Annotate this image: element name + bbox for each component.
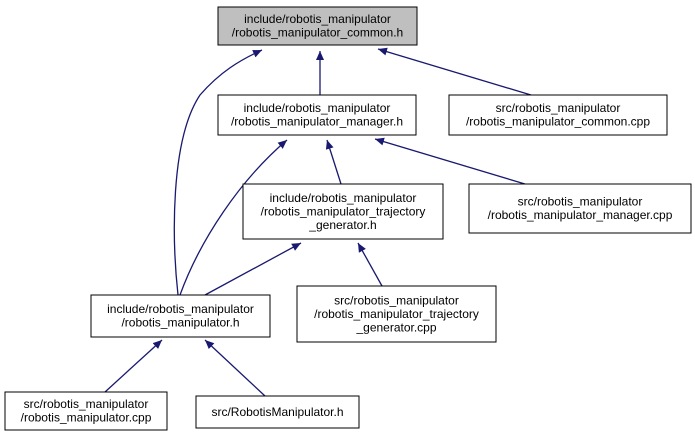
node-box-common_h[interactable] (217, 6, 418, 46)
node-label-line: src/robotis_manipulator (496, 101, 621, 115)
node-manip_h[interactable]: include/robotis_manipulator/robotis_mani… (90, 294, 271, 338)
node-label-line: include/robotis_manipulator (270, 191, 417, 205)
node-label-line: /robotis_manipulator_common.cpp (466, 115, 650, 129)
node-robotis_h[interactable]: src/RobotisManipulator.h (195, 395, 360, 429)
node-label-line: /robotis_manipulator_common.h (232, 26, 403, 40)
node-label-line: /robotis_manipulator_trajectory (261, 204, 426, 218)
node-label-line: /robotis_manipulator_trajectory (314, 307, 479, 321)
node-label-line: _generator.h (308, 218, 376, 232)
node-manip_cpp[interactable]: src/robotis_manipulator/robotis_manipula… (4, 391, 168, 431)
node-box-common_cpp[interactable] (448, 94, 668, 136)
edge-manager_cpp-to-manager_h (374, 137, 526, 185)
nodes: include/robotis_manipulator/robotis_mani… (4, 6, 692, 431)
node-label-line: /robotis_manipulator_manager.h (231, 115, 403, 129)
node-manager_cpp[interactable]: src/robotis_manipulator/robotis_manipula… (468, 183, 692, 234)
node-box-manip_cpp[interactable] (4, 391, 168, 431)
node-common_h[interactable]: include/robotis_manipulator/robotis_mani… (217, 6, 418, 46)
node-box-manager_cpp[interactable] (468, 183, 692, 234)
node-box-robotis_h[interactable] (195, 395, 360, 429)
node-traj_h[interactable]: include/robotis_manipulator/robotis_mani… (242, 183, 444, 240)
node-box-manager_h[interactable] (217, 94, 417, 136)
edge-manip_cpp-to-manip_h (104, 339, 163, 393)
node-label-line: src/RobotisManipulator.h (211, 405, 343, 419)
node-label-line: _generator.cpp (355, 320, 436, 334)
edge-robotis_h-to-manip_h (204, 339, 266, 397)
node-label-line: /robotis_manipulator_manager.cpp (488, 208, 673, 222)
edge-common_cpp-to-common_h (377, 47, 532, 96)
node-label-line: /robotis_manipulator.h (121, 316, 239, 330)
node-label-line: /robotis_manipulator.cpp (21, 411, 152, 425)
node-label-line: src/robotis_manipulator (24, 397, 149, 411)
node-box-traj_cpp[interactable] (296, 285, 497, 343)
edge-traj_cpp-to-traj_h (357, 242, 383, 287)
node-label-line: include/robotis_manipulator (244, 101, 391, 115)
edge-traj_h-to-manager_h (325, 139, 342, 185)
edge-manip_h-to-manager_h (179, 139, 288, 296)
node-label-line: src/robotis_manipulator (334, 293, 459, 307)
node-label-line: include/robotis_manipulator (107, 302, 254, 316)
edges (104, 47, 532, 397)
node-manager_h[interactable]: include/robotis_manipulator/robotis_mani… (217, 94, 417, 136)
edge-manip_h-to-traj_h (204, 242, 302, 296)
node-box-traj_h[interactable] (242, 183, 444, 240)
node-label-line: include/robotis_manipulator (244, 12, 391, 26)
node-traj_cpp[interactable]: src/robotis_manipulator/robotis_manipula… (296, 285, 497, 343)
node-box-manip_h[interactable] (90, 294, 271, 338)
node-label-line: src/robotis_manipulator (518, 195, 643, 209)
node-common_cpp[interactable]: src/robotis_manipulator/robotis_manipula… (448, 94, 668, 136)
edge-manip_h-to-common_h (173, 49, 263, 296)
